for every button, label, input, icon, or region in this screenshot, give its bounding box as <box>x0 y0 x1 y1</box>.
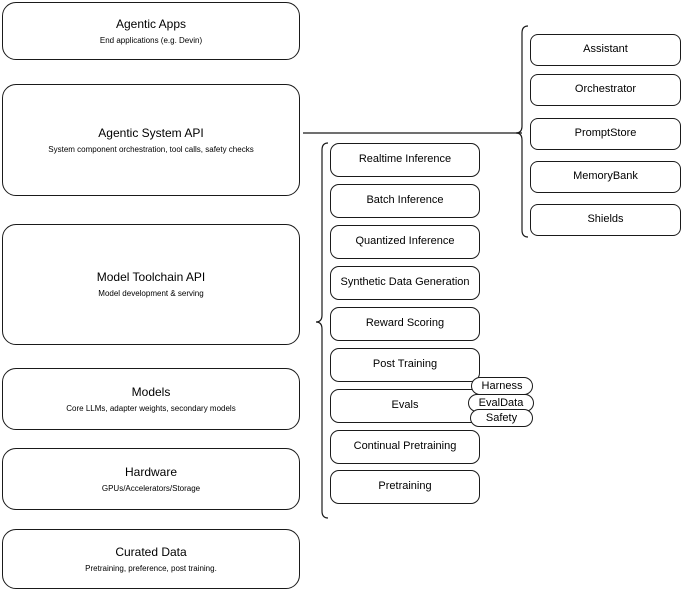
system-component-label: PromptStore <box>574 127 637 140</box>
layer-box-models[interactable]: Models Core LLMs, adapter weights, secon… <box>2 368 300 430</box>
layer-title: Models <box>131 384 171 399</box>
layer-box-agentic-system-api[interactable]: Agentic System API System component orch… <box>2 84 300 196</box>
capability-box-realtime-inference[interactable]: Realtime Inference <box>330 143 480 177</box>
layer-box-hardware[interactable]: Hardware GPUs/Accelerators/Storage <box>2 448 300 510</box>
capability-box-continual-pretraining[interactable]: Continual Pretraining <box>330 430 480 464</box>
layer-title: Agentic System API <box>98 125 204 140</box>
layer-subtitle: Pretraining, preference, post training. <box>85 563 217 573</box>
system-component-label: Shields <box>587 213 624 226</box>
capability-label: Quantized Inference <box>355 235 455 248</box>
layer-title: Agentic Apps <box>115 16 187 31</box>
capability-box-batch-inference[interactable]: Batch Inference <box>330 184 480 218</box>
evals-pill-safety[interactable]: Safety <box>470 409 533 427</box>
capability-box-quantized-inference[interactable]: Quantized Inference <box>330 225 480 259</box>
system-component-box-promptstore[interactable]: PromptStore <box>530 118 681 150</box>
capability-label: Evals <box>391 399 419 412</box>
system-component-box-assistant[interactable]: Assistant <box>530 34 681 66</box>
evals-pill-label: EvalData <box>478 397 524 409</box>
system-component-box-memorybank[interactable]: MemoryBank <box>530 161 681 193</box>
capability-box-synthetic-data-generation[interactable]: Synthetic Data Generation <box>330 266 480 300</box>
capability-label: Batch Inference <box>366 194 444 207</box>
layer-subtitle: GPUs/Accelerators/Storage <box>101 483 201 493</box>
system-component-label: Assistant <box>583 43 628 56</box>
capability-label: Continual Pretraining <box>353 440 457 453</box>
capability-box-evals[interactable]: Evals <box>330 389 480 423</box>
capability-box-pretraining[interactable]: Pretraining <box>330 470 480 504</box>
system-component-box-shields[interactable]: Shields <box>530 204 681 236</box>
system-component-box-orchestrator[interactable]: Orchestrator <box>530 74 681 106</box>
capability-box-post-training[interactable]: Post Training <box>330 348 480 382</box>
capability-label: Post Training <box>372 358 438 371</box>
layer-subtitle: System component orchestration, tool cal… <box>48 144 254 154</box>
bracket-toolchain-capabilities <box>315 142 329 519</box>
evals-pill-label: Safety <box>485 412 518 424</box>
system-component-label: Orchestrator <box>574 83 637 96</box>
capability-label: Pretraining <box>378 480 432 493</box>
capability-label: Synthetic Data Generation <box>340 276 470 289</box>
capability-box-reward-scoring[interactable]: Reward Scoring <box>330 307 480 341</box>
capability-label: Reward Scoring <box>365 317 445 330</box>
layer-subtitle: Core LLMs, adapter weights, secondary mo… <box>66 403 236 413</box>
layer-box-agentic-apps[interactable]: Agentic Apps End applications (e.g. Devi… <box>2 2 300 60</box>
layer-title: Curated Data <box>115 544 187 559</box>
layer-box-curated-data[interactable]: Curated Data Pretraining, preference, po… <box>2 529 300 589</box>
layer-subtitle: Model development & serving <box>98 289 204 298</box>
evals-pill-label: Harness <box>481 380 523 392</box>
evals-pill-harness[interactable]: Harness <box>471 377 533 395</box>
layer-title: Hardware <box>124 464 178 479</box>
layer-subtitle: End applications (e.g. Devin) <box>99 35 203 45</box>
layer-box-model-toolchain-api[interactable]: Model Toolchain API Model development & … <box>2 224 300 345</box>
system-component-label: MemoryBank <box>573 170 638 183</box>
layer-title: Model Toolchain API <box>96 270 206 284</box>
capability-label: Realtime Inference <box>358 153 452 166</box>
bracket-system-components <box>515 25 529 238</box>
